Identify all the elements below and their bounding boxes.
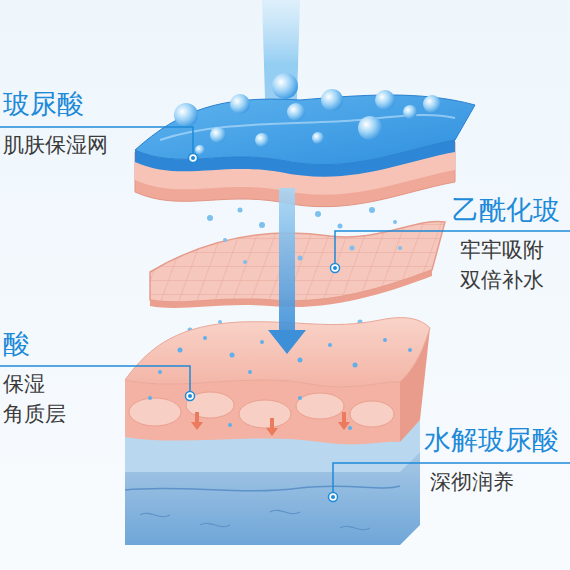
callout-text: 角质层 xyxy=(3,402,66,427)
callout-text: 肌肤保湿网 xyxy=(3,133,108,158)
leader-lines xyxy=(0,127,570,493)
callout-title: 酸 xyxy=(3,328,30,360)
callout-text: 牢牢吸附 xyxy=(460,238,544,263)
callout-title: 乙酰化玻 xyxy=(452,194,560,226)
callout-text: 深彻润养 xyxy=(430,470,514,495)
callout-text: 保湿 xyxy=(3,372,45,397)
callout-title: 玻尿酸 xyxy=(3,88,84,120)
callout-text: 双倍补水 xyxy=(460,268,544,293)
callout-title: 水解玻尿酸 xyxy=(424,424,559,456)
water-bubbles xyxy=(174,73,441,155)
leader-dots xyxy=(186,154,340,502)
